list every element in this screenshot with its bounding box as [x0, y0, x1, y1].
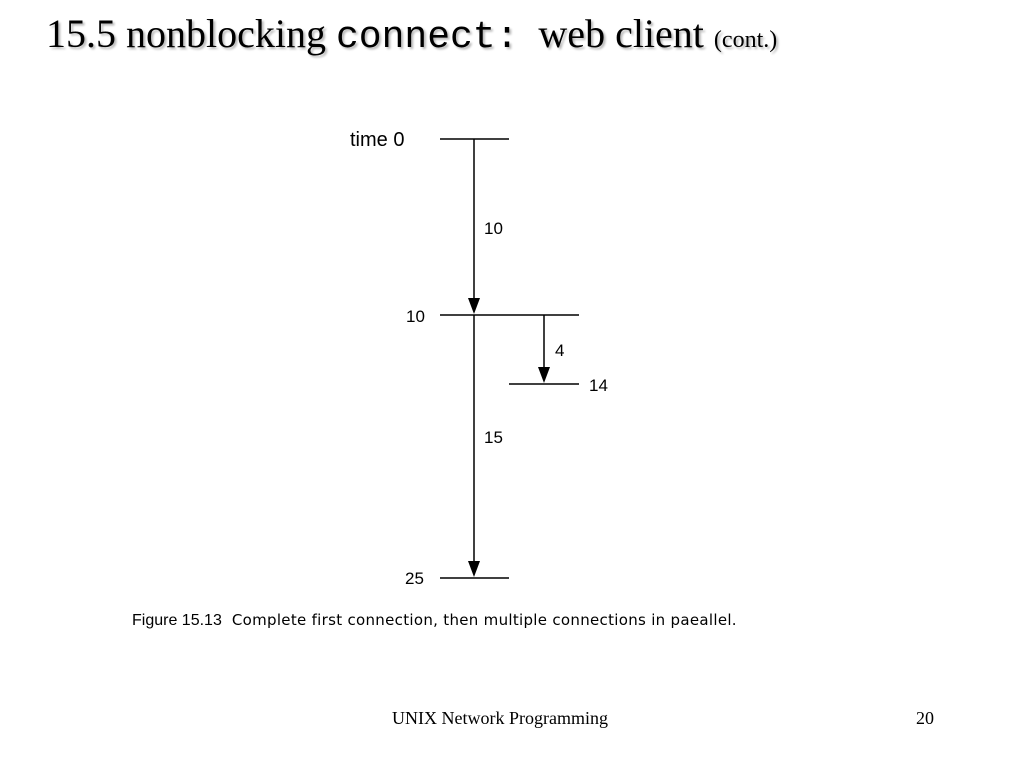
arrowhead-first-connection [468, 298, 480, 314]
label-time-25: 25 [405, 569, 424, 588]
footer-title: UNIX Network Programming [392, 708, 608, 728]
label-time-10: 10 [406, 307, 425, 326]
title-code: connect: [335, 16, 519, 59]
figure-description: Complete first connection, then multiple… [231, 611, 737, 629]
page-number: 20 [916, 708, 934, 728]
arrowhead-parallel-short [538, 367, 550, 383]
label-time-0: time 0 [350, 129, 404, 151]
label-time-14: 14 [589, 376, 608, 395]
duration-parallel-long: 15 [484, 428, 503, 447]
title-cont-marker: (cont.) [713, 27, 778, 53]
title-text-cont: web client [518, 11, 714, 56]
duration-first-connection: 10 [484, 219, 503, 238]
slide-title: 15.5 nonblocking connect: web client (co… [46, 10, 777, 64]
title-text: 15.5 nonblocking [46, 11, 336, 56]
figure-caption: Figure 15.13 Complete first connection, t… [132, 609, 737, 632]
arrowhead-parallel-long [468, 561, 480, 577]
figure-number: Figure 15.13 [132, 612, 222, 629]
duration-parallel-short: 4 [555, 341, 564, 360]
